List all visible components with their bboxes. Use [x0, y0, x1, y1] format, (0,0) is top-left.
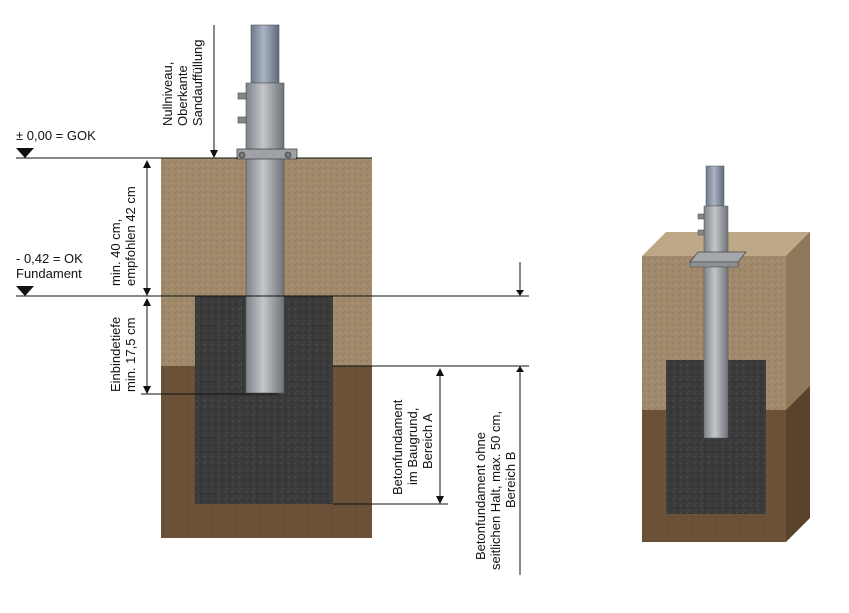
zone-b-label: Betonfundament ohne: [473, 432, 488, 560]
arrow-head-icon: [143, 160, 151, 168]
level-foundation-label: Fundament: [16, 266, 82, 281]
zone-a-label: im Baugrund,: [405, 408, 420, 485]
level-zero-label: ± 0,00 = GOK: [16, 128, 96, 143]
arrow-head-icon: [143, 298, 151, 306]
zero-level-label: Sandauffüllung: [190, 39, 205, 126]
arrow-head-icon: [143, 288, 151, 296]
pipe-top: [250, 24, 280, 84]
zone-a-label: Bereich A: [420, 413, 435, 469]
bolt-icon: [238, 151, 246, 159]
pipe-top-3d: [705, 165, 725, 207]
arrow-head-icon: [210, 150, 218, 158]
pipe-sleeve-3d: [703, 205, 729, 439]
reference-lines: [16, 157, 529, 505]
cover-depth-label: min. 40 cm,: [108, 219, 123, 286]
level-triangle-icon: [16, 286, 34, 296]
level-foundation-label: - 0,42 = OK: [16, 251, 83, 266]
level-markers: [16, 148, 34, 296]
clamp-screw-3d: [697, 229, 705, 236]
base-plate-edge-3d: [689, 261, 739, 268]
zero-level-label: Oberkante: [175, 65, 190, 126]
clamp-screw: [237, 92, 247, 100]
level-triangle-icon: [16, 148, 34, 158]
block-side-face-sand: [786, 232, 810, 410]
arrow-head-icon: [143, 386, 151, 394]
base-plate: [236, 148, 298, 160]
cover-depth-label: empfohlen 42 cm: [123, 186, 138, 286]
cross-section: [161, 24, 372, 538]
zero-level-label: Nullniveau,: [160, 62, 175, 126]
zone-b-label: seitlichen Halt, max. 50 cm,: [488, 411, 503, 570]
dimension-lines: [143, 25, 524, 575]
zone-b-label: Bereich B: [503, 452, 518, 508]
arrow-head-icon: [436, 496, 444, 504]
embed-depth-label: min. 17,5 cm: [123, 318, 138, 392]
bolt-icon: [284, 151, 292, 159]
arrow-head-icon: [516, 290, 524, 296]
arrow-head-icon: [516, 366, 524, 372]
clamp-screw: [237, 116, 247, 124]
base-plate-3d: [689, 251, 747, 263]
pipe-sleeve: [245, 82, 285, 394]
clamp-screw-3d: [697, 213, 705, 220]
arrow-head-icon: [436, 368, 444, 376]
zone-a-label: Betonfundament: [390, 399, 405, 495]
embed-depth-label: Einbindetiefe: [108, 317, 123, 392]
3d-view: [642, 165, 810, 542]
